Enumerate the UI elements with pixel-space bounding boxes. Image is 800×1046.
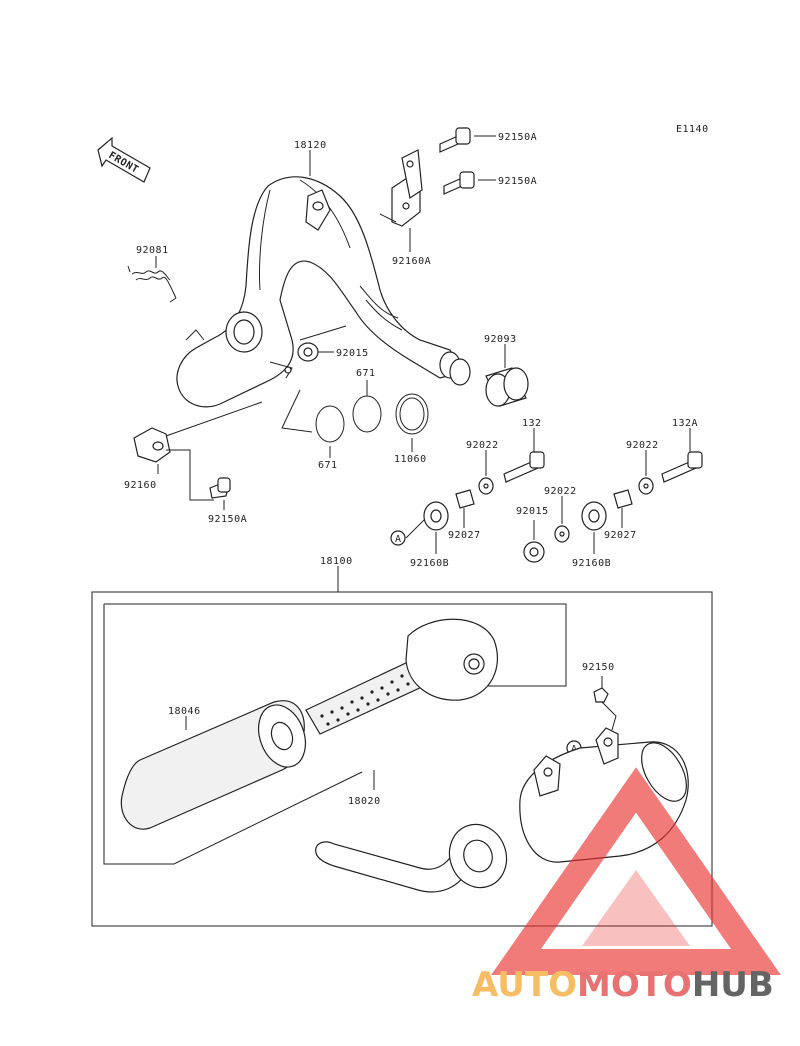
nut-92015-upper-drawing [297, 342, 319, 362]
diagram-code: E1140 [676, 124, 709, 135]
label-18120: 18120 [294, 140, 327, 151]
callout-a-upper: A [390, 530, 406, 546]
label-92015-upper: 92015 [336, 348, 369, 359]
label-92027-2: 92027 [604, 530, 637, 541]
automotohub-logo: AUTOMOTOHUB [472, 767, 781, 1005]
label-92022-3: 92022 [544, 486, 577, 497]
expansion-chamber-drawing [176, 176, 471, 408]
logo-part-auto: AUTO [472, 965, 577, 1005]
label-92160A: 92160A [392, 256, 431, 267]
front-arrow-icon: FRONT [97, 136, 151, 183]
label-92160B-1: 92160B [410, 558, 449, 569]
logo-part-hub: HUB [692, 965, 774, 1005]
label-92160B-2: 92160B [572, 558, 611, 569]
label-18020: 18020 [348, 796, 381, 807]
label-92160: 92160 [124, 480, 157, 491]
svg-text:AUTOMOTOHUB: AUTOMOTOHUB [472, 965, 774, 1005]
label-671-lower: 671 [318, 460, 338, 471]
label-18100: 18100 [320, 556, 353, 567]
label-92150: 92150 [582, 662, 615, 673]
tail-pipe-drawing [315, 823, 508, 893]
grommet-92093-drawing [485, 367, 529, 407]
silencer-assembly-frame [91, 566, 713, 927]
label-92150A-2: 92150A [498, 176, 537, 187]
label-92150A-3: 92150A [208, 514, 247, 525]
label-92150A-1: 92150A [498, 132, 537, 143]
label-132A: 132A [672, 418, 698, 429]
label-671-upper: 671 [356, 368, 376, 379]
label-18046: 18046 [168, 706, 201, 717]
svg-text:A: A [395, 534, 402, 545]
label-92022-2: 92022 [626, 440, 659, 451]
silencer-packing-18046-drawing [120, 700, 306, 830]
o-rings-drawing [315, 393, 429, 443]
label-92022-1: 92022 [466, 440, 499, 451]
bracket-92160A-drawing [391, 149, 423, 227]
logo-part-moto: MOTO [577, 965, 692, 1005]
label-11060: 11060 [394, 454, 427, 465]
silencer-core-18020-drawing [305, 618, 498, 735]
bracket-92160-drawing [133, 427, 231, 499]
label-92081: 92081 [136, 245, 169, 256]
leader-lines [155, 135, 691, 554]
silencer-body-drawing [519, 676, 689, 863]
part-labels: 18120 92150A 92150A 92160A 92081 92015 9… [124, 132, 698, 807]
label-92027-1: 92027 [448, 530, 481, 541]
label-92093: 92093 [484, 334, 517, 345]
spring-92081-drawing [127, 265, 177, 303]
label-132: 132 [522, 418, 542, 429]
hardware-left-group-drawing [423, 451, 703, 563]
label-92015-lower: 92015 [516, 506, 549, 517]
bolt-92150A-upper-drawing [439, 127, 475, 195]
